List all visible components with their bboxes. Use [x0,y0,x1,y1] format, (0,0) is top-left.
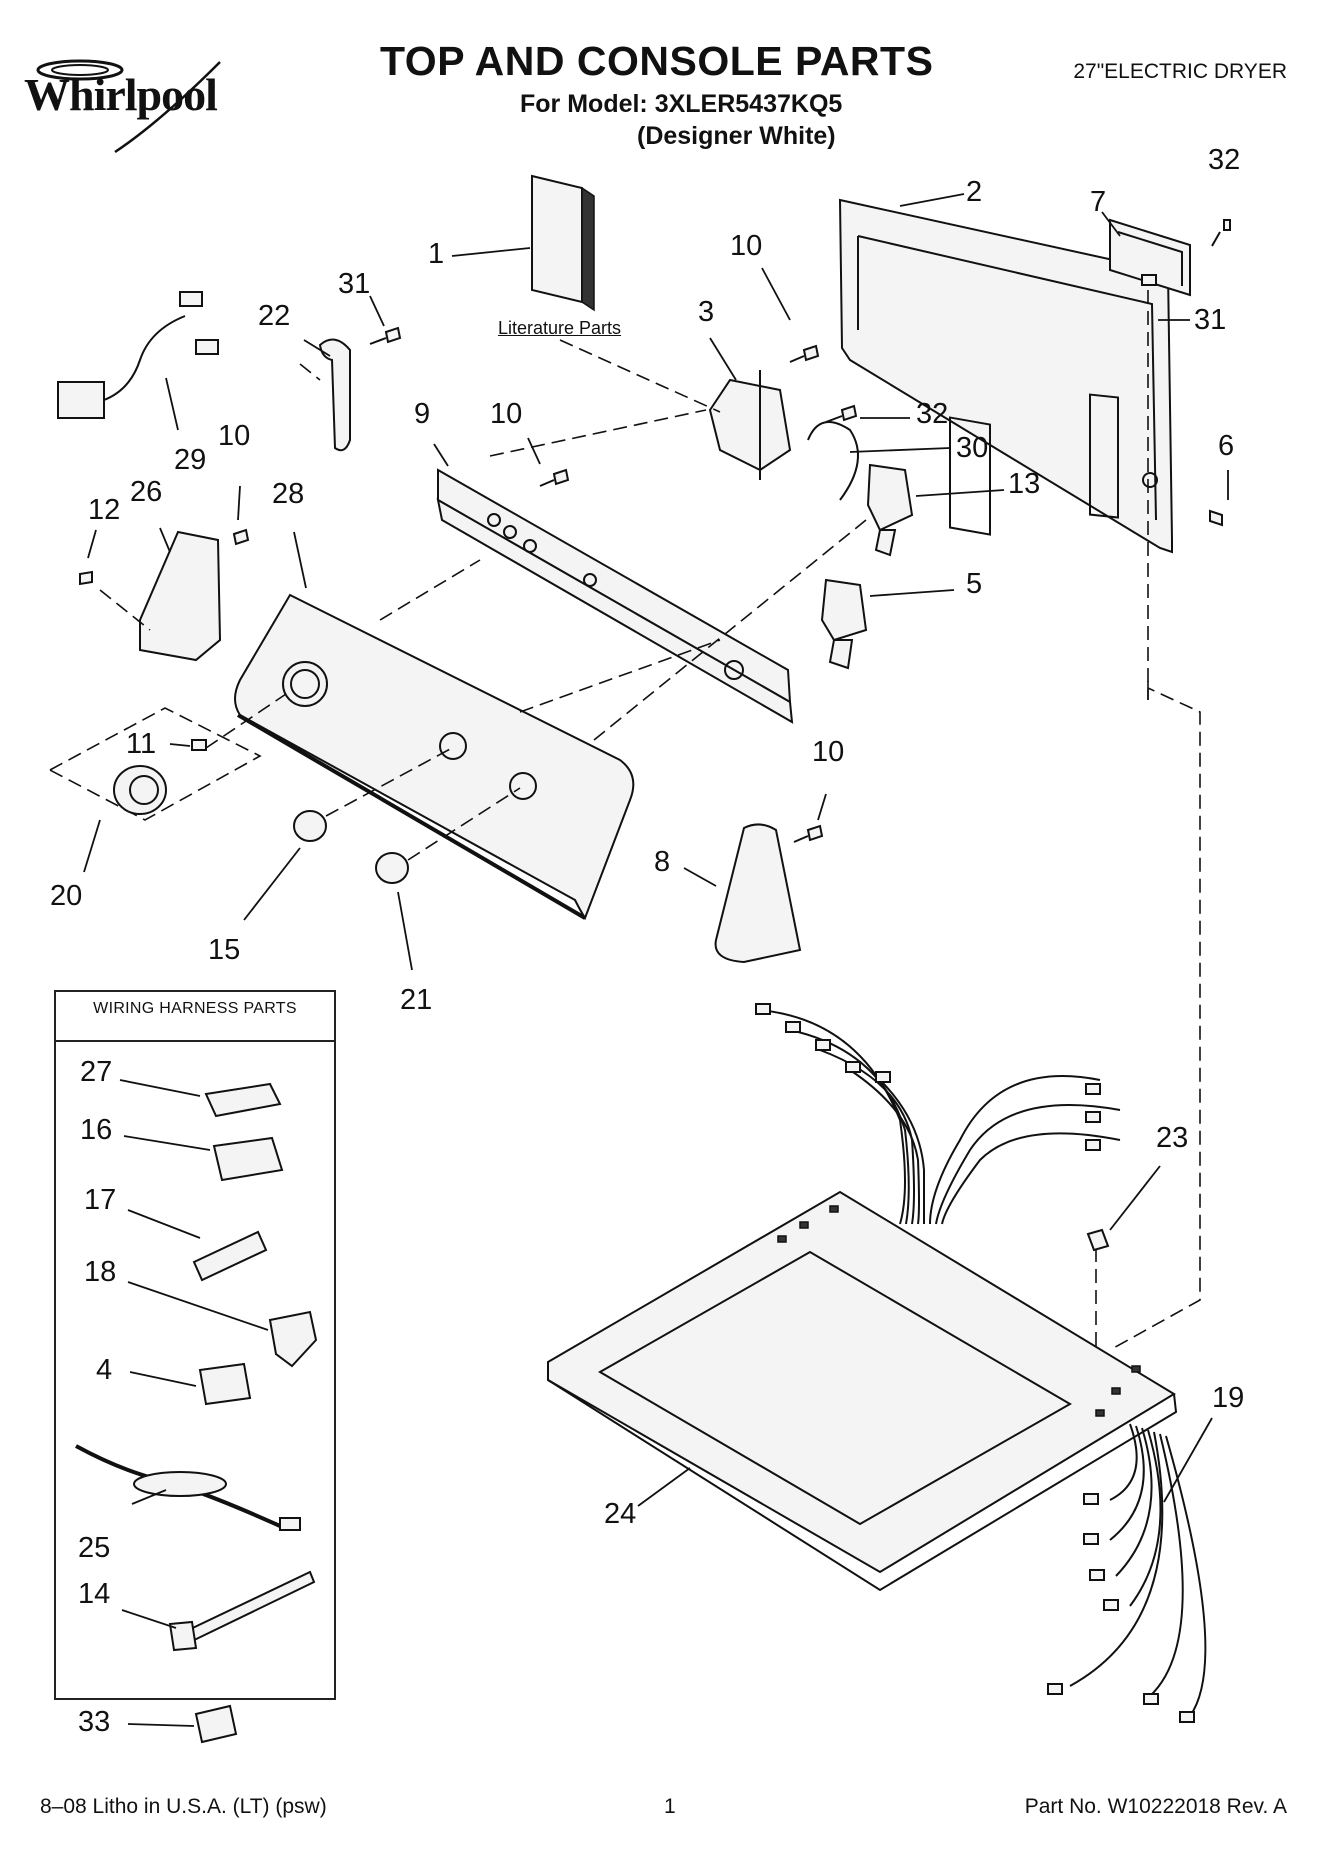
callout-14: 14 [78,1578,111,1610]
callout-10-lower: 10 [812,736,845,768]
callout-28: 28 [272,478,305,510]
callout-11: 11 [126,728,157,760]
part-number: Part No. W10222018 Rev. A [1024,1795,1287,1818]
console-bracket-icon [318,338,351,452]
callout-10-mid: 10 [490,398,523,430]
callout-31-right: 31 [1194,304,1227,336]
model-line: For Model: 3XLER5437KQ5 [520,90,843,118]
callout-27: 27 [80,1056,113,1088]
callout-30: 30 [956,432,989,464]
callout-33: 33 [78,1706,111,1738]
console-back-panel-icon [838,198,1173,554]
callout-23: 23 [1156,1122,1189,1154]
wiring-harness-divider [56,1040,334,1042]
timer-switch-icon [708,370,792,480]
callout-15: 15 [208,934,241,966]
callout-21: 21 [400,984,433,1016]
wiring-harness-box [54,990,336,1700]
callout-7: 7 [1090,186,1107,218]
print-info: 8–08 Litho in U.S.A. (LT) (psw) [40,1795,327,1818]
push-button-icons [293,810,409,884]
upper-harness-bundle-icon [755,1003,1121,1225]
callout-29: 29 [174,444,207,476]
callout-31-left: 31 [338,268,371,300]
harness-plug-icon [57,291,219,419]
page-title: TOP AND CONSOLE PARTS [380,38,934,84]
callout-25: 25 [78,1532,111,1564]
literature-book-icon [531,174,595,312]
logo-swoosh-icon [36,59,221,154]
timer-knob-icon [48,707,262,821]
right-end-cap-icon [714,823,802,964]
left-end-cap-icon [139,530,222,662]
callout-32-top: 32 [1208,144,1241,176]
callout-2: 2 [966,176,983,208]
callout-19: 19 [1212,1382,1245,1414]
literature-parts-label: Literature Parts [498,318,622,338]
wire-clip-icon [1086,1228,1110,1252]
callout-24: 24 [604,1498,637,1530]
callout-9: 9 [414,398,431,430]
push-switch-icons [820,463,914,670]
console-panel-icon [234,593,635,921]
callout-3: 3 [698,296,715,328]
wiring-parts-icons [75,1082,318,1744]
callout-13: 13 [1008,468,1041,500]
callout-10-top: 10 [730,230,763,262]
callout-6: 6 [1218,430,1235,462]
jumper-wire-icon [807,421,859,501]
callout-17: 17 [84,1184,117,1216]
callout-18: 18 [84,1256,117,1288]
screw-icons [79,219,1231,843]
callout-16: 16 [80,1114,113,1146]
callout-20: 20 [50,880,83,912]
control-panel-bracket-icon [436,468,794,724]
callout-22: 22 [258,300,291,332]
lower-harness-bundle-icon [1047,1423,1207,1723]
dryer-top-panel-icon [547,1190,1178,1592]
callout-1: 1 [428,238,445,270]
variant-line: (Designer White) [637,122,836,150]
callout-26: 26 [130,476,163,508]
product-type: 27"ELECTRIC DRYER [1073,60,1287,83]
callout-10-left: 10 [218,420,251,452]
leader-lines [83,193,1229,1727]
callout-4: 4 [96,1354,113,1386]
page-number: 1 [664,1795,676,1818]
callout-12: 12 [88,494,121,526]
callout-32-mid: 32 [916,398,949,430]
cover-plate-icon [1109,218,1191,297]
callout-8: 8 [654,846,671,878]
wiring-harness-title: WIRING HARNESS PARTS [93,1000,297,1017]
callout-5: 5 [966,568,983,600]
